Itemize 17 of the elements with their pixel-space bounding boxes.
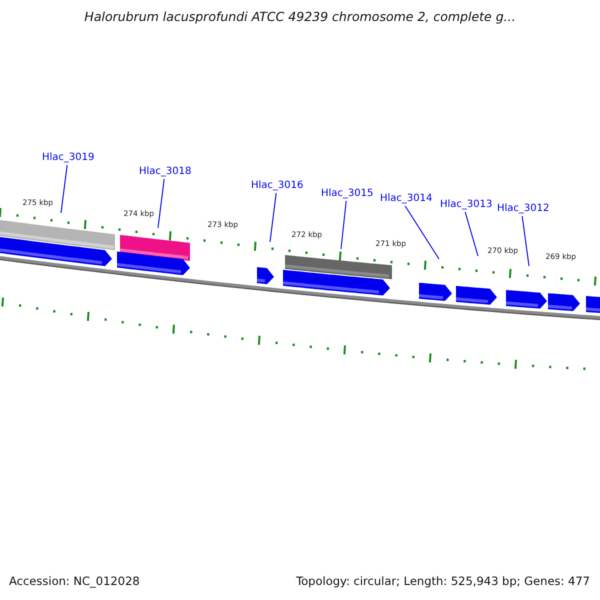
leader-line — [158, 178, 165, 228]
gene-label: Hlac_3013 — [440, 199, 492, 211]
gene-label: Hlac_3012 — [497, 203, 550, 215]
leader-line — [464, 212, 478, 256]
gene-label: Hlac_3014 — [380, 193, 432, 205]
leader-line — [60, 164, 68, 214]
leader-line — [270, 192, 277, 242]
genome-info-text: Topology: circular; Length: 525,943 bp; Genes: 477 — [296, 576, 590, 588]
accession-text: Accession: NC_012028 — [9, 576, 140, 588]
gene-label: Hlac_3016 — [251, 180, 304, 192]
leader-line — [404, 206, 440, 260]
gene-label: Hlac_3018 — [139, 166, 192, 178]
gene-label: Hlac_3015 — [321, 188, 374, 200]
leader-line — [340, 200, 347, 250]
map-title: Halorubrum lacusprofundi ATCC 49239 chromosome 2, complete g... — [83, 11, 517, 24]
leader-line — [522, 216, 530, 266]
gene-label: Hlac_3019 — [42, 152, 94, 164]
